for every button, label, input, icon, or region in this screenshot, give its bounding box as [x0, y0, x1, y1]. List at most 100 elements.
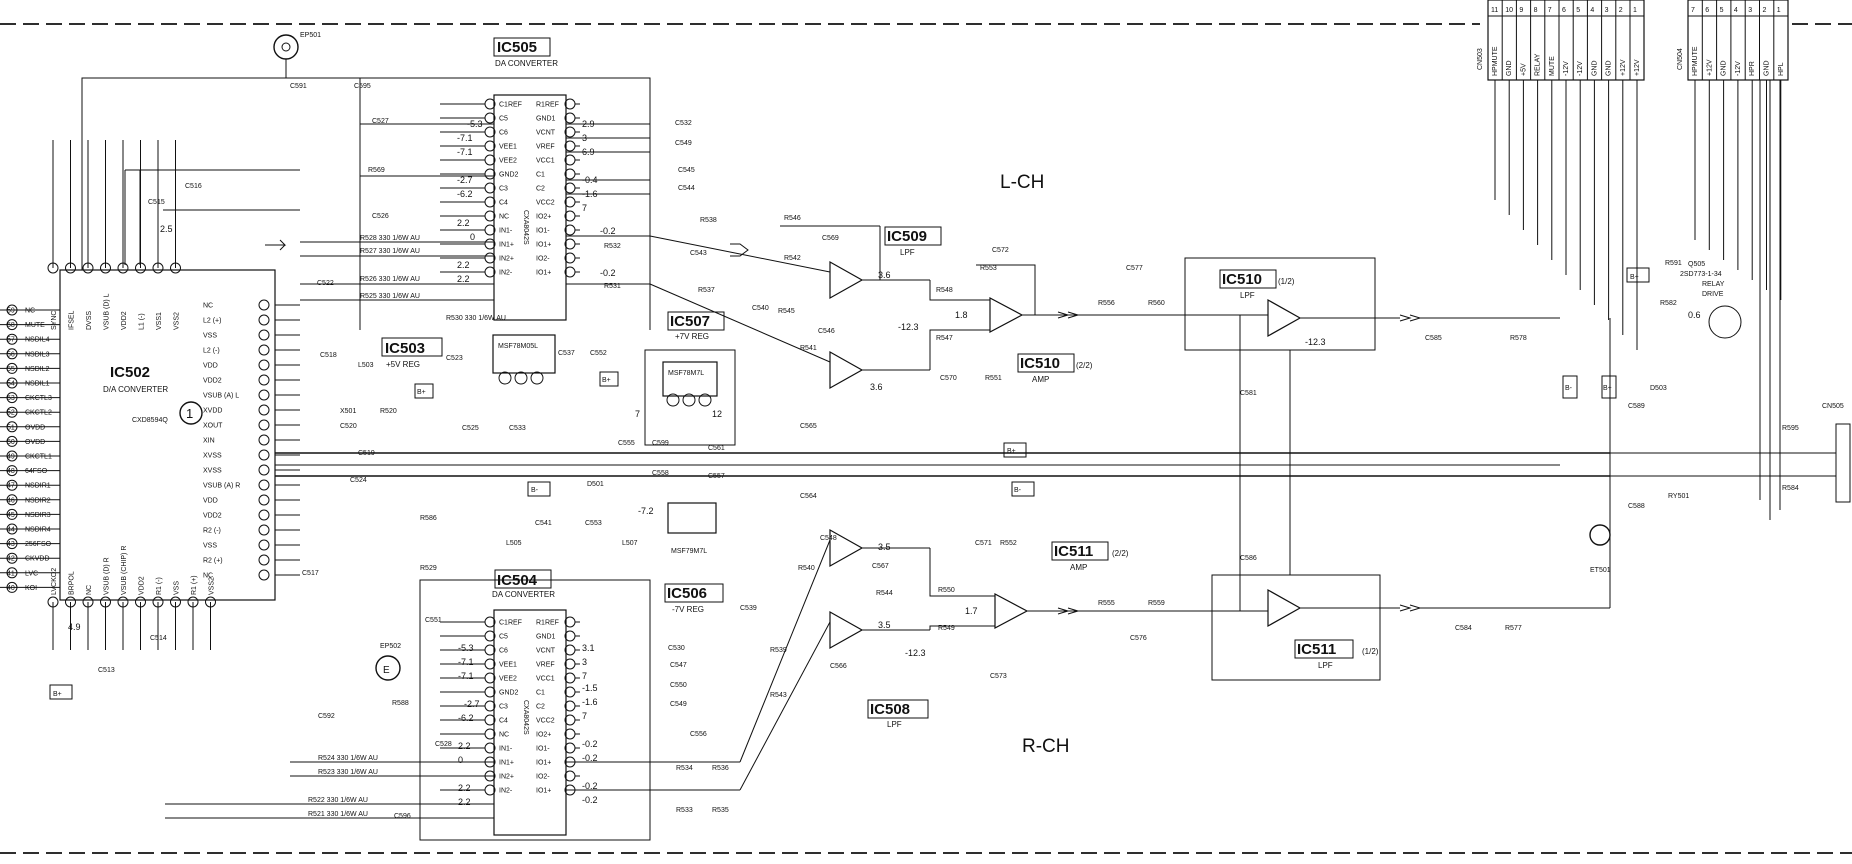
ic502-pin-bubble: [65, 262, 76, 274]
da-pin-label: GND2: [499, 690, 519, 697]
ic502-pin-number: 54: [7, 381, 15, 388]
svg-text:D501: D501: [587, 481, 604, 488]
svg-text:-12.3: -12.3: [1305, 337, 1326, 347]
svg-text:C548: C548: [820, 535, 837, 542]
ic502-pin-number: 49: [7, 454, 15, 461]
ic502-pin-label: LVCKO2: [51, 568, 58, 595]
ic502-pin-bubble: [6, 348, 18, 360]
svg-text:3.6: 3.6: [870, 382, 883, 392]
svg-text:R569: R569: [368, 167, 385, 174]
svg-text:C515: C515: [148, 199, 165, 206]
svg-text:-0.2: -0.2: [600, 268, 616, 278]
svg-text:2.2: 2.2: [457, 260, 470, 270]
svg-text:C547: C547: [670, 662, 687, 669]
ic502-pin-bubble: [258, 524, 270, 536]
svg-text:0: 0: [470, 232, 475, 242]
connector-pin-number: 7: [1548, 7, 1552, 14]
ic502-pin-number: 50: [7, 439, 15, 446]
b-plus-tag-4: B+: [53, 691, 62, 698]
ic502-pin-label: BRPOL: [69, 571, 76, 595]
ic502-pin-label: NSDIR3: [25, 512, 51, 519]
ic511-amp-opamp: [994, 593, 1029, 629]
et501: [1589, 524, 1611, 546]
svg-text:R586: R586: [420, 515, 437, 522]
da-pin-label: IN1-: [499, 746, 513, 753]
da-pin-label: VCC2: [536, 718, 555, 725]
ic502-pin-label: VDD2: [121, 311, 128, 330]
svg-text:C520: C520: [340, 423, 357, 430]
ic502-subtitle: D/A CONVERTER: [103, 385, 168, 394]
svg-text:4.9: 4.9: [68, 622, 81, 632]
ic502-pin-bubble: [205, 596, 216, 608]
svg-text:R530 330 1/6W AU: R530 330 1/6W AU: [446, 315, 506, 322]
svg-text:C526: C526: [372, 213, 389, 220]
ic505-title: IC505: [497, 39, 537, 56]
svg-text:R538: R538: [700, 217, 717, 224]
svg-text:+5V REG: +5V REG: [386, 360, 420, 369]
ic509-opamp-a: [829, 260, 864, 300]
ic502-pin-number: 59: [7, 308, 15, 315]
ic508-opamp-a: [829, 528, 864, 568]
svg-text:D503: D503: [1650, 385, 1667, 392]
svg-text:R595: R595: [1782, 425, 1799, 432]
ic502-pin-bubble: [258, 389, 270, 401]
ic510-lpf-opamp: [1267, 298, 1302, 338]
da-pin-label: IN1+: [499, 760, 514, 767]
ic502-pin-bubble: [6, 333, 18, 345]
ic502-pin-label: 256FSO: [25, 541, 52, 548]
svg-text:-1.5: -1.5: [582, 683, 598, 693]
svg-text:C595: C595: [354, 83, 371, 90]
da-pin-label: VREF: [536, 144, 555, 151]
ic502-pin-bubble: [6, 494, 18, 506]
ic502-pin-bubble: [258, 539, 270, 551]
ic502-pin-bubble: [6, 538, 18, 550]
connector-signal: GND: [1764, 60, 1771, 76]
ic502-pin-label: NSDIR4: [25, 527, 51, 534]
ic502-pin-bubble: [6, 508, 18, 520]
da-pin-label: GND2: [499, 172, 519, 179]
svg-text:(1/2): (1/2): [1278, 277, 1295, 286]
ic502-pin-bubble: [258, 479, 270, 491]
ic502-pin-label: NSDIL2: [25, 366, 50, 373]
svg-text:R549: R549: [938, 625, 955, 632]
svg-text:R532: R532: [604, 243, 621, 250]
svg-text:2.2: 2.2: [458, 797, 471, 807]
ic502-pin-label: XVDD: [203, 408, 222, 415]
connector-signal: GND: [1591, 60, 1598, 76]
svg-text:R536: R536: [712, 765, 729, 772]
svg-text:DA CONVERTER: DA CONVERTER: [495, 59, 558, 68]
connector-signal: -12V: [1577, 61, 1584, 76]
da-pin-label: C2: [536, 704, 545, 711]
ic502-pin-bubble: [6, 421, 18, 433]
svg-text:-12.3: -12.3: [898, 322, 919, 332]
ic502-pin-number: 46: [7, 497, 15, 504]
ic502-pin-label: NSDIL4: [25, 337, 50, 344]
da-pin-label: VEE2: [499, 676, 517, 683]
svg-text:-12.3: -12.3: [905, 648, 926, 658]
svg-text:2.2: 2.2: [457, 274, 470, 284]
da-pin-label: IO1+: [536, 270, 551, 277]
svg-text:-2.7: -2.7: [464, 699, 480, 709]
ic502-pin-label: R1 (-): [156, 577, 163, 595]
svg-text:C532: C532: [675, 120, 692, 127]
ic510b-title: IC510: [1020, 355, 1060, 372]
ic502-pin-label: VDD: [203, 363, 218, 370]
svg-text:C549: C549: [675, 140, 692, 147]
svg-text:-7.1: -7.1: [457, 133, 473, 143]
ic502-pin-bubble: [152, 262, 164, 274]
svg-text:7: 7: [582, 671, 587, 681]
svg-text:-7V REG: -7V REG: [672, 605, 704, 614]
svg-text:CN504: CN504: [1677, 48, 1684, 70]
svg-text:R542: R542: [784, 255, 801, 262]
svg-text:C588: C588: [1628, 503, 1645, 510]
ic502-pin-bubble: [6, 552, 18, 564]
ep501: EP501: [273, 32, 321, 60]
da-pin-label: NC: [499, 214, 509, 221]
svg-text:3.5: 3.5: [878, 620, 891, 630]
da-pin-label: GND1: [536, 634, 556, 641]
ic502-pin-label: VDD: [203, 498, 218, 505]
svg-text:LPF: LPF: [887, 720, 902, 729]
da-pin-label: C4: [499, 200, 508, 207]
ic502-pin-label: NSDIL1: [25, 381, 50, 388]
svg-text:C528: C528: [435, 741, 452, 748]
